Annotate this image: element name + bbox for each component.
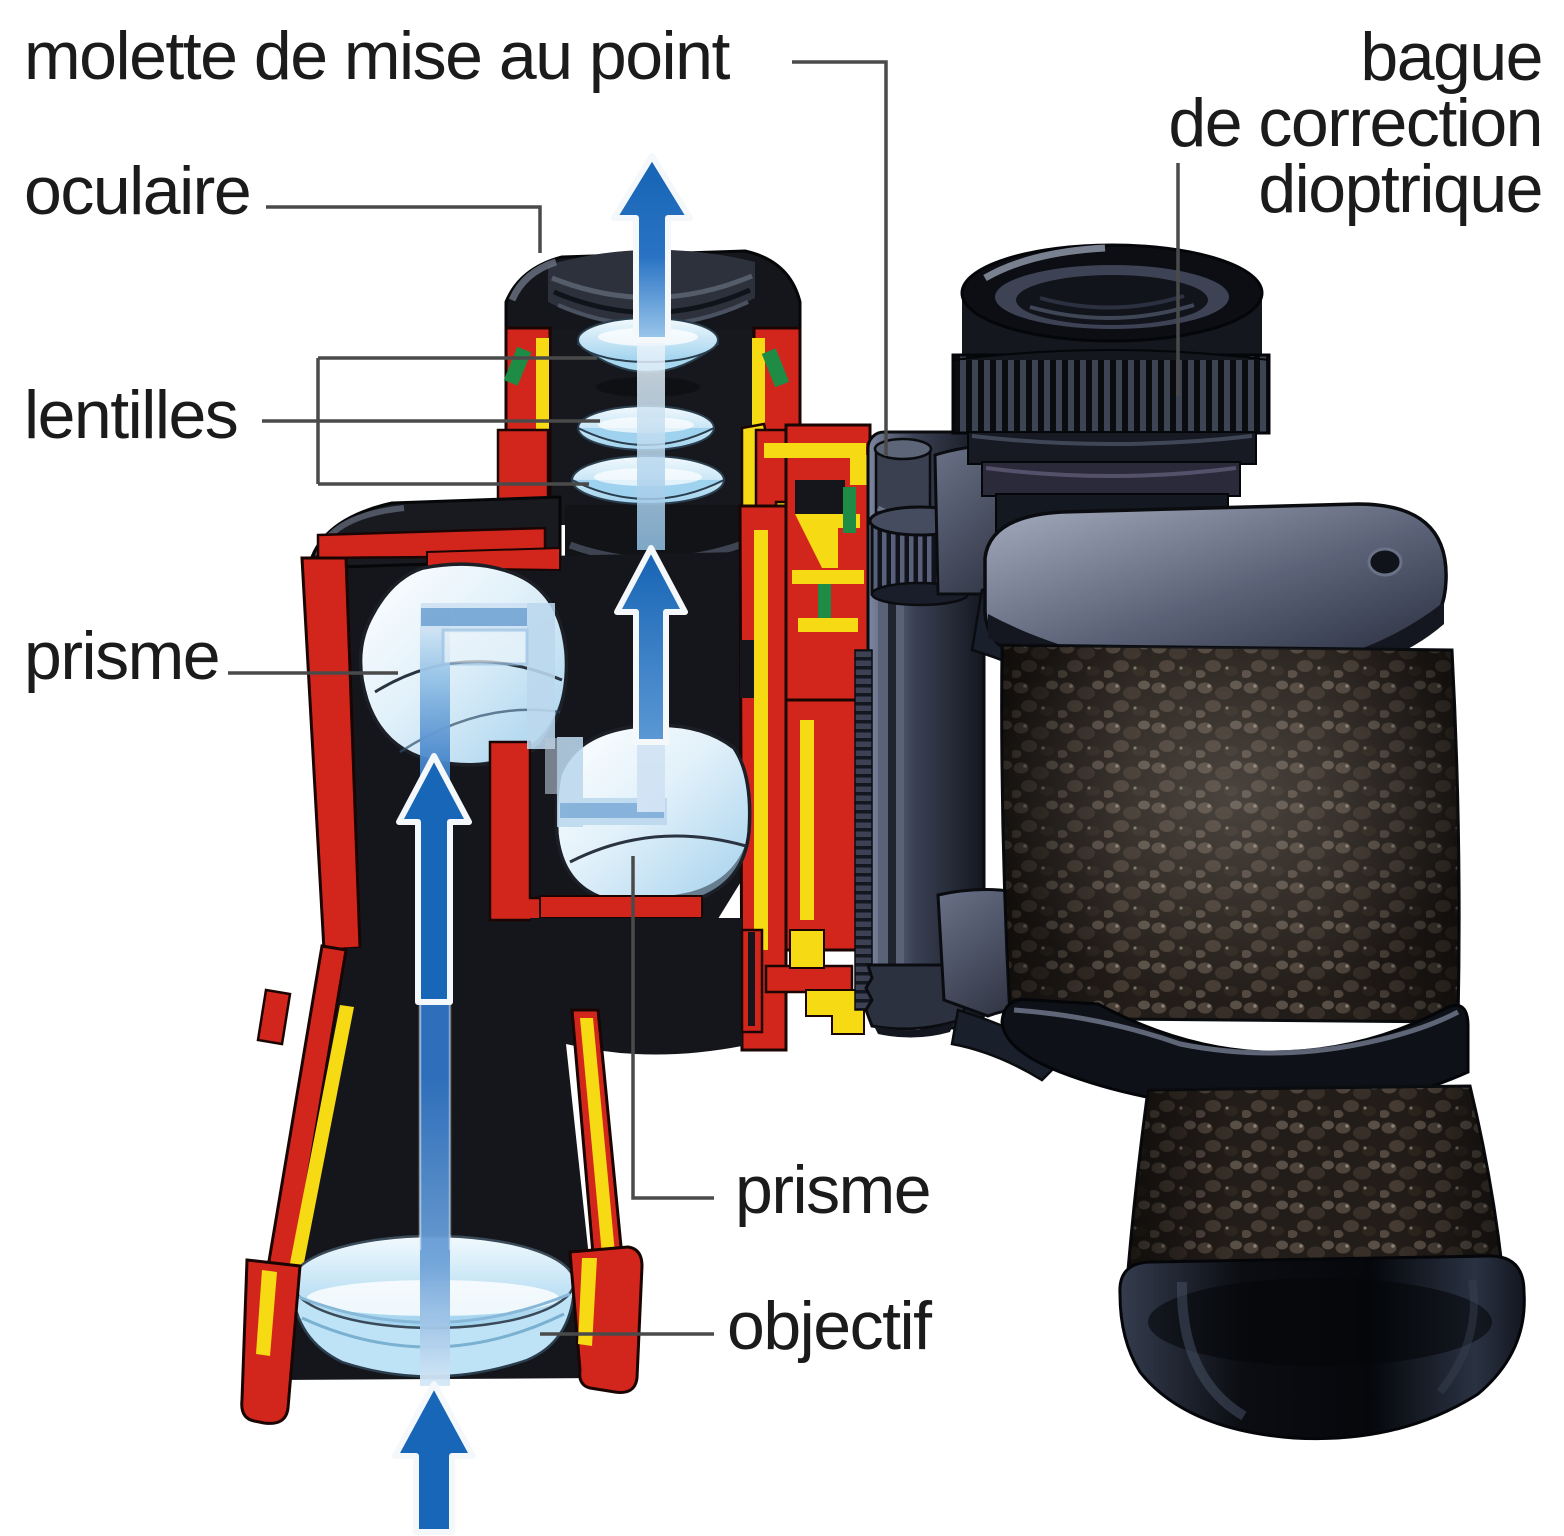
label-objective: objectif xyxy=(727,1288,932,1364)
label-prism-upper: prisme xyxy=(24,618,221,694)
focus-wheel-upper-knob xyxy=(873,437,933,518)
focus-screw-shaft xyxy=(854,649,873,1011)
light-beam-prism-folds xyxy=(421,603,667,827)
left-barrel-cutaway xyxy=(240,249,872,1425)
leader-eyepiece xyxy=(266,205,542,253)
label-diopter-line1: bague xyxy=(1360,19,1543,95)
right-eyepiece xyxy=(951,243,1271,533)
barrel-body-leather xyxy=(1000,643,1461,1024)
label-eyepiece: oculaire xyxy=(24,153,252,229)
light-arrow-eyepiece-tube xyxy=(614,545,688,745)
objective-end-cap xyxy=(1118,1254,1526,1441)
leader-focus-wheel xyxy=(792,60,888,456)
light-arrow-objective-tube xyxy=(396,753,472,1005)
light-exit-arrow xyxy=(611,153,693,343)
light-entry-arrow xyxy=(392,1381,476,1535)
label-prism-lower: prisme xyxy=(735,1152,932,1228)
plate-screw xyxy=(1367,547,1403,577)
leader-prism-lower xyxy=(631,856,714,1200)
label-diopter-line2: de correction xyxy=(1168,85,1543,161)
objective-rim-tabs xyxy=(240,1245,644,1425)
label-diopter-line3: dioptrique xyxy=(1258,151,1543,227)
light-path xyxy=(392,153,693,1535)
lower-cone-leather xyxy=(1126,1084,1504,1272)
right-barrel xyxy=(933,243,1526,1441)
body-lower-band xyxy=(1000,997,1470,1112)
label-diopter-ring: bague de correction dioptrique xyxy=(1168,19,1543,227)
diopter-ring[interactable] xyxy=(951,349,1271,435)
label-focus-wheel: molette de mise au point xyxy=(24,18,730,94)
leader-lines xyxy=(228,60,1180,1336)
hinge-connector-cutaway xyxy=(740,423,872,1035)
label-lenses: lentilles xyxy=(24,377,239,453)
